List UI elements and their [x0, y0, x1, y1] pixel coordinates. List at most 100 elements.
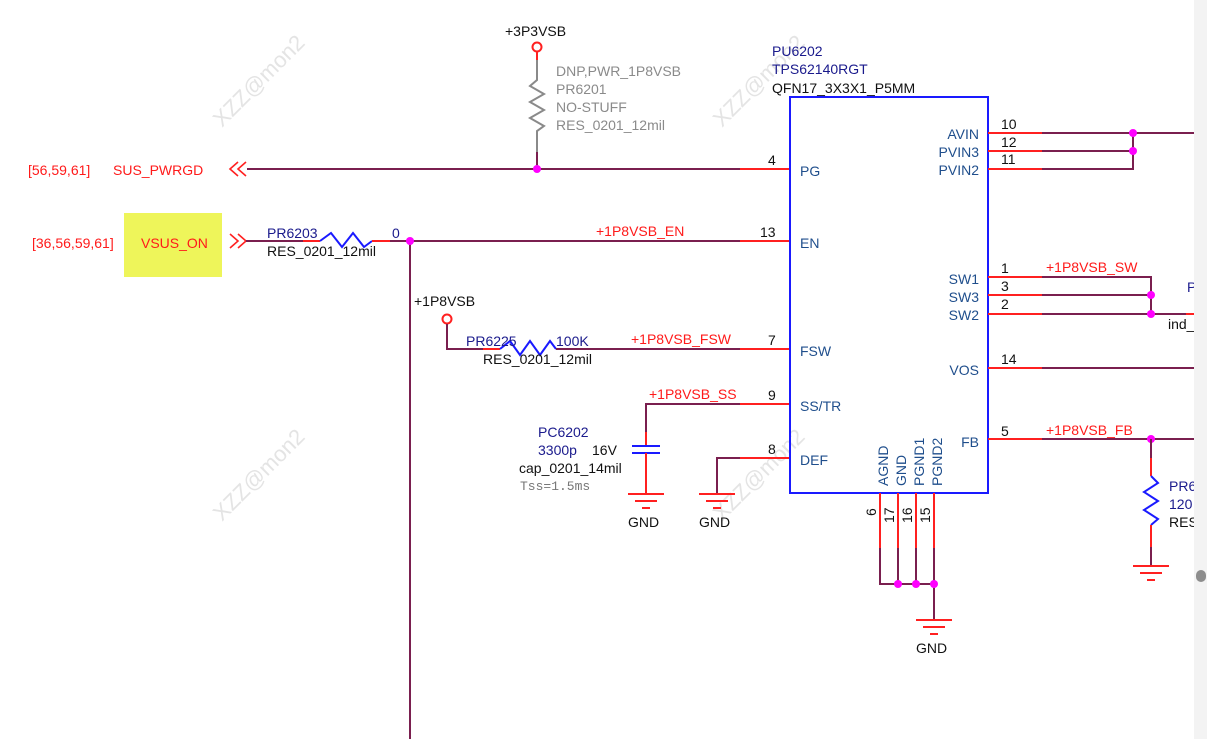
junction-dot [1147, 291, 1155, 299]
pin-name: EN [800, 235, 819, 251]
pr-fb-value: 120 [1169, 496, 1193, 512]
net-label-fb: +1P8VSB_FB [1046, 422, 1133, 438]
partial-refdes: P [1187, 279, 1196, 295]
net-label-vsus-on: VSUS_ON [141, 235, 208, 251]
pin-number: 15 [917, 507, 933, 523]
power-label-1p8vsb: +1P8VSB [414, 293, 475, 309]
pc6202-note: Tss=1.5ms [520, 479, 590, 494]
net-label-sus-pwrgd: SUS_PWRGD [113, 162, 203, 178]
pin-number: 11 [1001, 151, 1016, 167]
pr6225-value: 100K [556, 333, 589, 349]
pin-number: 6 [863, 508, 879, 516]
offpage-vsus-on[interactable]: [36,56,59,61] VSUS_ON [32, 233, 248, 251]
pin-name: PGND1 [911, 438, 927, 486]
resistor-pr6203-icon [319, 231, 373, 249]
offpage-refs: [36,56,59,61] [32, 235, 114, 251]
wire [446, 324, 483, 350]
pr6201-line: PR6201 [556, 81, 607, 97]
pin-number: 14 [1001, 351, 1017, 367]
pin-number: 1 [1001, 260, 1009, 276]
pin-number: 13 [760, 224, 776, 240]
junction-dot [894, 580, 902, 588]
pin-name: SW2 [949, 307, 980, 323]
junction-dot [912, 580, 920, 588]
partial-inductor-label: ind_ [1168, 316, 1195, 332]
wire-sw [1042, 276, 1152, 314]
pin-name: PVIN3 [939, 144, 980, 160]
pin-name: PVIN2 [939, 162, 980, 178]
pin-name: DEF [800, 452, 828, 468]
highlight [124, 213, 222, 277]
pin-number: 10 [1001, 116, 1017, 132]
net-label-en: +1P8VSB_EN [596, 223, 684, 239]
watermark: XZZ@mon2 [708, 424, 810, 526]
pin-number: 16 [899, 507, 915, 523]
pin-number: 17 [881, 507, 897, 523]
power-port-icon [441, 313, 453, 325]
pr6203-footprint: RES_0201_12mil [267, 243, 376, 259]
ic-right-pins: AVIN 10 PVIN3 12 PVIN2 11 SW1 1 SW3 3 SW… [939, 116, 1017, 450]
gnd-label: GND [628, 514, 659, 530]
offpage-arrow-icon [229, 233, 248, 249]
pin-name: SW1 [949, 271, 980, 287]
pin-name: SS/TR [800, 398, 841, 414]
pin-name: FB [961, 434, 979, 450]
scrollbar-thumb[interactable] [1196, 570, 1206, 582]
pin-name: GND [893, 455, 909, 486]
junction-dot [1129, 147, 1137, 155]
pr6225-refdes: PR6225 [466, 333, 517, 349]
gnd-label: GND [699, 514, 730, 530]
offpage-arrow-icon [228, 161, 247, 177]
pr-fb-footprint: RES [1169, 514, 1198, 530]
pin-number: 2 [1001, 296, 1009, 312]
vertical-scrollbar[interactable] [1194, 0, 1207, 739]
pr6203-refdes: PR6203 [267, 225, 318, 241]
pr-fb-refdes: PR6 [1169, 478, 1196, 494]
power-port-icon [531, 41, 543, 53]
wire-ss [645, 403, 740, 432]
net-label-sw: +1P8VSB_SW [1046, 259, 1138, 275]
pr6201-line: DNP,PWR_1P8VSB [556, 63, 681, 79]
watermark: XZZ@mon2 [208, 424, 310, 526]
junction-dot [406, 237, 414, 245]
pin-name: SW3 [949, 289, 980, 305]
pr6201-line: RES_0201_12mil [556, 117, 665, 133]
pin-number: 3 [1001, 278, 1009, 294]
wire-gnd [879, 548, 934, 585]
pin-name: PGND2 [929, 438, 945, 486]
ground-icon [1133, 565, 1169, 581]
watermark: XZZ@mon2 [208, 30, 310, 132]
resistor-fb-icon [1142, 475, 1160, 526]
ic-bottom-pins: AGND GND PGND1 PGND2 6 17 16 15 [863, 438, 945, 523]
pin-name: VOS [949, 362, 979, 378]
ic-part-number: TPS62140RGT [772, 61, 868, 77]
junction-dot [533, 165, 541, 173]
pin-number: 7 [768, 332, 776, 348]
pin-name: AVIN [947, 126, 979, 142]
ground-icon [699, 493, 735, 509]
pc6202-voltage: 16V [592, 442, 618, 458]
ground-icon [916, 619, 952, 635]
offpage-refs: [56,59,61] [28, 162, 90, 178]
pr6203-value: 0 [392, 225, 400, 241]
junction-dot [1147, 310, 1155, 318]
net-label-ss: +1P8VSB_SS [649, 386, 737, 402]
offpage-sus-pwrgd[interactable]: [56,59,61] SUS_PWRGD [28, 161, 247, 178]
pin-number: 9 [768, 387, 776, 403]
pr6201-line: NO-STUFF [556, 99, 627, 115]
ground-icon [628, 493, 664, 509]
pc6202-value: 3300p [538, 442, 577, 458]
net-label-fsw: +1P8VSB_FSW [631, 331, 732, 347]
resistor-pr6225-icon [499, 339, 557, 357]
pin-name: AGND [875, 446, 891, 486]
pin-number: 4 [768, 152, 776, 168]
ic-refdes: PU6202 [772, 43, 823, 59]
gnd-label: GND [916, 640, 947, 656]
pc6202-footprint: cap_0201_14mil [519, 460, 622, 476]
pc6202-refdes: PC6202 [538, 424, 589, 440]
junction-dot [1129, 129, 1137, 137]
ic-left-pins: PG 4 EN 13 FSW 7 SS/TR 9 DEF 8 [760, 152, 841, 468]
pin-number: 5 [1001, 423, 1009, 439]
ic-package: QFN17_3X3X1_P5MM [772, 80, 915, 96]
